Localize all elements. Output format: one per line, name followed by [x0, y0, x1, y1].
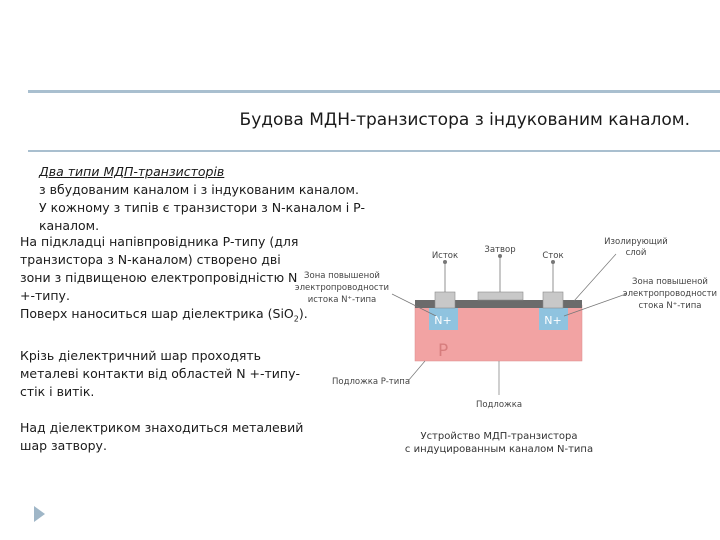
zone-right-label-1: Зона повышеной	[632, 277, 708, 287]
source-contact	[434, 291, 456, 309]
substrate-type-label: Подложка P-типа	[332, 377, 410, 387]
caption-line-2: с индуцированным каналом N-типа	[405, 444, 593, 455]
substrate-label: Подложка	[476, 400, 522, 410]
drain-contact	[542, 291, 564, 309]
intro-text: Два типи МДП-транзисторів з вбудованим к…	[39, 163, 399, 235]
body-paragraph-1: На підкладці напівпровідника P-типу (для…	[20, 234, 299, 303]
body-paragraph-2-end: ).	[298, 306, 308, 321]
body-paragraph-2: Поверх наноситься шар діелектрика (SiO2)…	[20, 305, 310, 329]
zone-right-label-3: стока N⁺-типа	[638, 301, 701, 311]
mosfet-diagram: Исток Затвор Сток Изолирующий слой Зона …	[295, 237, 717, 455]
title-underline-rule	[28, 150, 720, 152]
n-left-label: N+	[434, 314, 451, 327]
n-region-right	[539, 308, 568, 330]
gate-electrode	[477, 291, 524, 301]
caption-line-1: Устройство МДП-транзистора	[420, 431, 577, 442]
p-label: P	[438, 341, 448, 361]
n-right-label: N+	[544, 314, 561, 327]
intro-line-1: з вбудованим каналом і з індукованим кан…	[39, 182, 359, 197]
zone-right-label-2: электропроводности	[623, 289, 717, 299]
insulator-label-2: слой	[626, 248, 647, 258]
n-region-left	[429, 308, 458, 330]
gate-label: Затвор	[484, 245, 515, 255]
body-paragraph-4: Над діелектриком знаходиться металевий ш…	[20, 419, 304, 453]
body-paragraph-2-subscript: 2	[293, 314, 299, 324]
slide-title: Будова МДН-транзистора з індукованим кан…	[239, 110, 690, 130]
source-label: Исток	[432, 251, 458, 261]
intro-line-2: У кожному з типів є транзистори з N-кана…	[39, 200, 365, 233]
body-paragraph-3: Крізь діелектричний шар проходять метале…	[20, 347, 300, 399]
zone-left-label-3: истока N⁺-типа	[308, 295, 377, 305]
insulator-label-1: Изолирующий	[604, 237, 668, 247]
body-paragraph-2-text: Поверх наноситься шар діелектрика (SiO	[20, 306, 294, 321]
body-text: На підкладці напівпровідника P-типу (для…	[20, 233, 310, 455]
zone-left-label-1: Зона повышеной	[304, 271, 380, 281]
next-slide-arrow-icon[interactable]	[34, 506, 45, 522]
drain-label: Сток	[542, 251, 563, 261]
zone-left-label-2: электропроводности	[295, 283, 389, 293]
top-rule	[28, 90, 720, 93]
insulating-oxide-layer	[415, 300, 582, 308]
intro-heading: Два типи МДП-транзисторів	[39, 164, 225, 179]
